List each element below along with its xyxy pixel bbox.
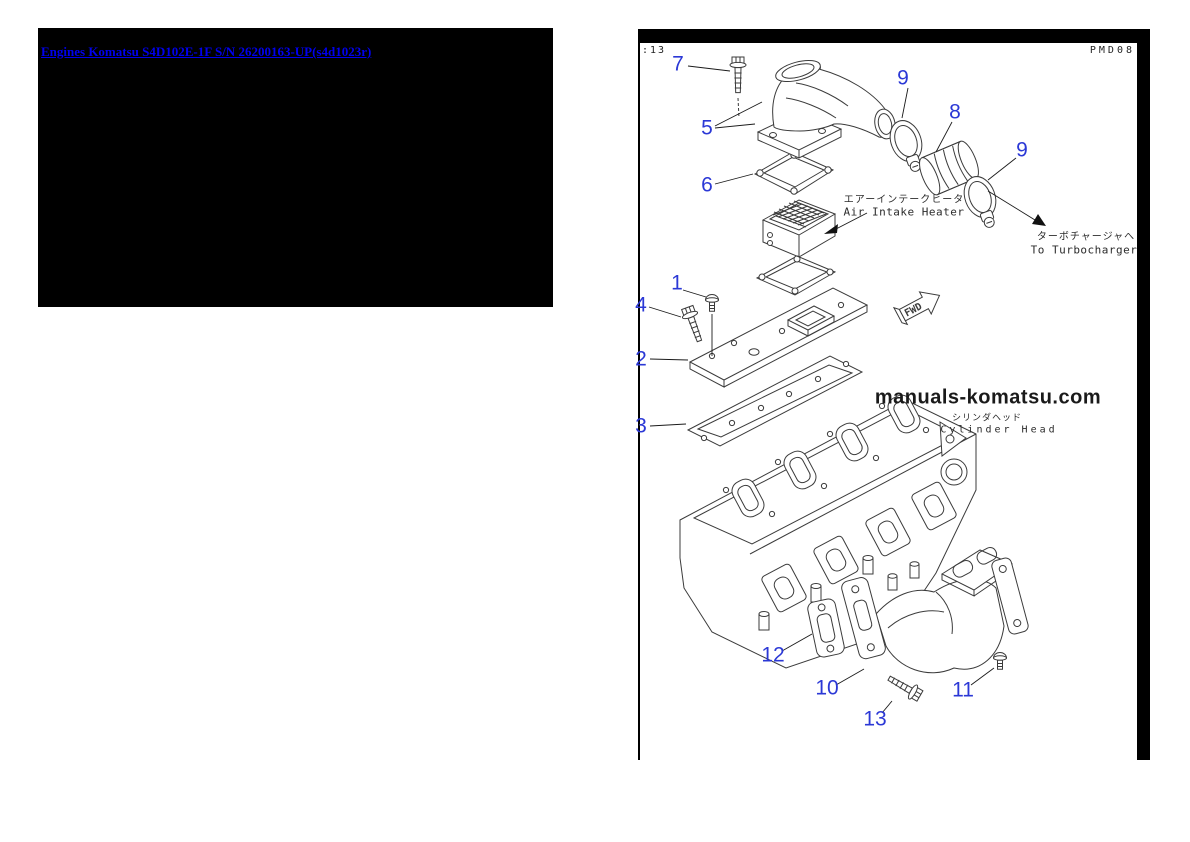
parts-diagram: FWD : <box>635 28 1151 763</box>
breadcrumb-panel: Engines Komatsu S4D102E-1F S/N 26200163-… <box>38 28 553 307</box>
cylinder-head-label-en: Cylinder Head <box>940 424 1058 436</box>
part-heater-gasket <box>755 255 837 296</box>
callout-5: 5 <box>701 116 713 140</box>
turbocharger-pointer-arrow <box>987 190 1046 226</box>
part-manifold-10 <box>841 546 1029 674</box>
part-bolt-1 <box>705 294 719 356</box>
callout-1: 1 <box>671 271 683 295</box>
part-elbow-gasket <box>753 151 835 195</box>
part-bolt-7 <box>729 56 747 94</box>
frame-right-bar <box>1137 43 1150 760</box>
watermark: manuals-komatsu.com <box>874 386 1102 409</box>
part-cover-gasket <box>686 355 864 447</box>
callout-2: 2 <box>635 347 647 371</box>
to-turbocharger-label-jp: ターボチャージャへ <box>1036 231 1136 243</box>
frame-top-bar <box>638 29 1150 43</box>
callout-3: 3 <box>635 414 647 438</box>
air-intake-heater-label-en: Air Intake Heater <box>843 205 965 219</box>
engine-model-link[interactable]: Engines Komatsu S4D102E-1F S/N 26200163-… <box>41 44 372 59</box>
part-air-intake-heater <box>761 199 837 258</box>
callout-8: 8 <box>949 100 961 124</box>
callout-9: 9 <box>897 66 909 90</box>
part-cover-plate <box>688 287 869 388</box>
callout-6: 6 <box>701 173 713 197</box>
callout-9: 9 <box>1016 138 1028 162</box>
air-intake-heater-label-jp: エアーインテークヒータ <box>843 194 965 206</box>
page-code-left: :13 <box>642 45 667 56</box>
part-bolt-13 <box>884 670 925 704</box>
callout-10: 10 <box>815 676 839 700</box>
callout-7: 7 <box>672 52 684 76</box>
part-plug-11 <box>993 652 1007 670</box>
fwd-arrow: FWD <box>892 291 941 326</box>
part-bolt-4 <box>679 304 708 345</box>
part-hose-8 <box>919 140 979 196</box>
to-turbocharger-label-en: To Turbocharger <box>1030 243 1138 257</box>
heater-pointer-arrow <box>824 212 868 234</box>
callout-12: 12 <box>761 643 785 667</box>
callout-13: 13 <box>863 707 887 731</box>
page-code-right: PMD08 <box>1089 45 1135 56</box>
cylinder-head-label-jp: シリンダヘッド <box>951 413 1023 424</box>
callout-11: 11 <box>952 678 974 702</box>
part-elbow-connector <box>737 59 896 159</box>
frame-left-border <box>638 43 640 760</box>
leader-lines <box>648 65 1017 714</box>
exploded-view-drawing: FWD <box>648 56 1046 714</box>
callout-4: 4 <box>635 293 647 317</box>
part-manifold-gasket-12 <box>807 598 845 658</box>
